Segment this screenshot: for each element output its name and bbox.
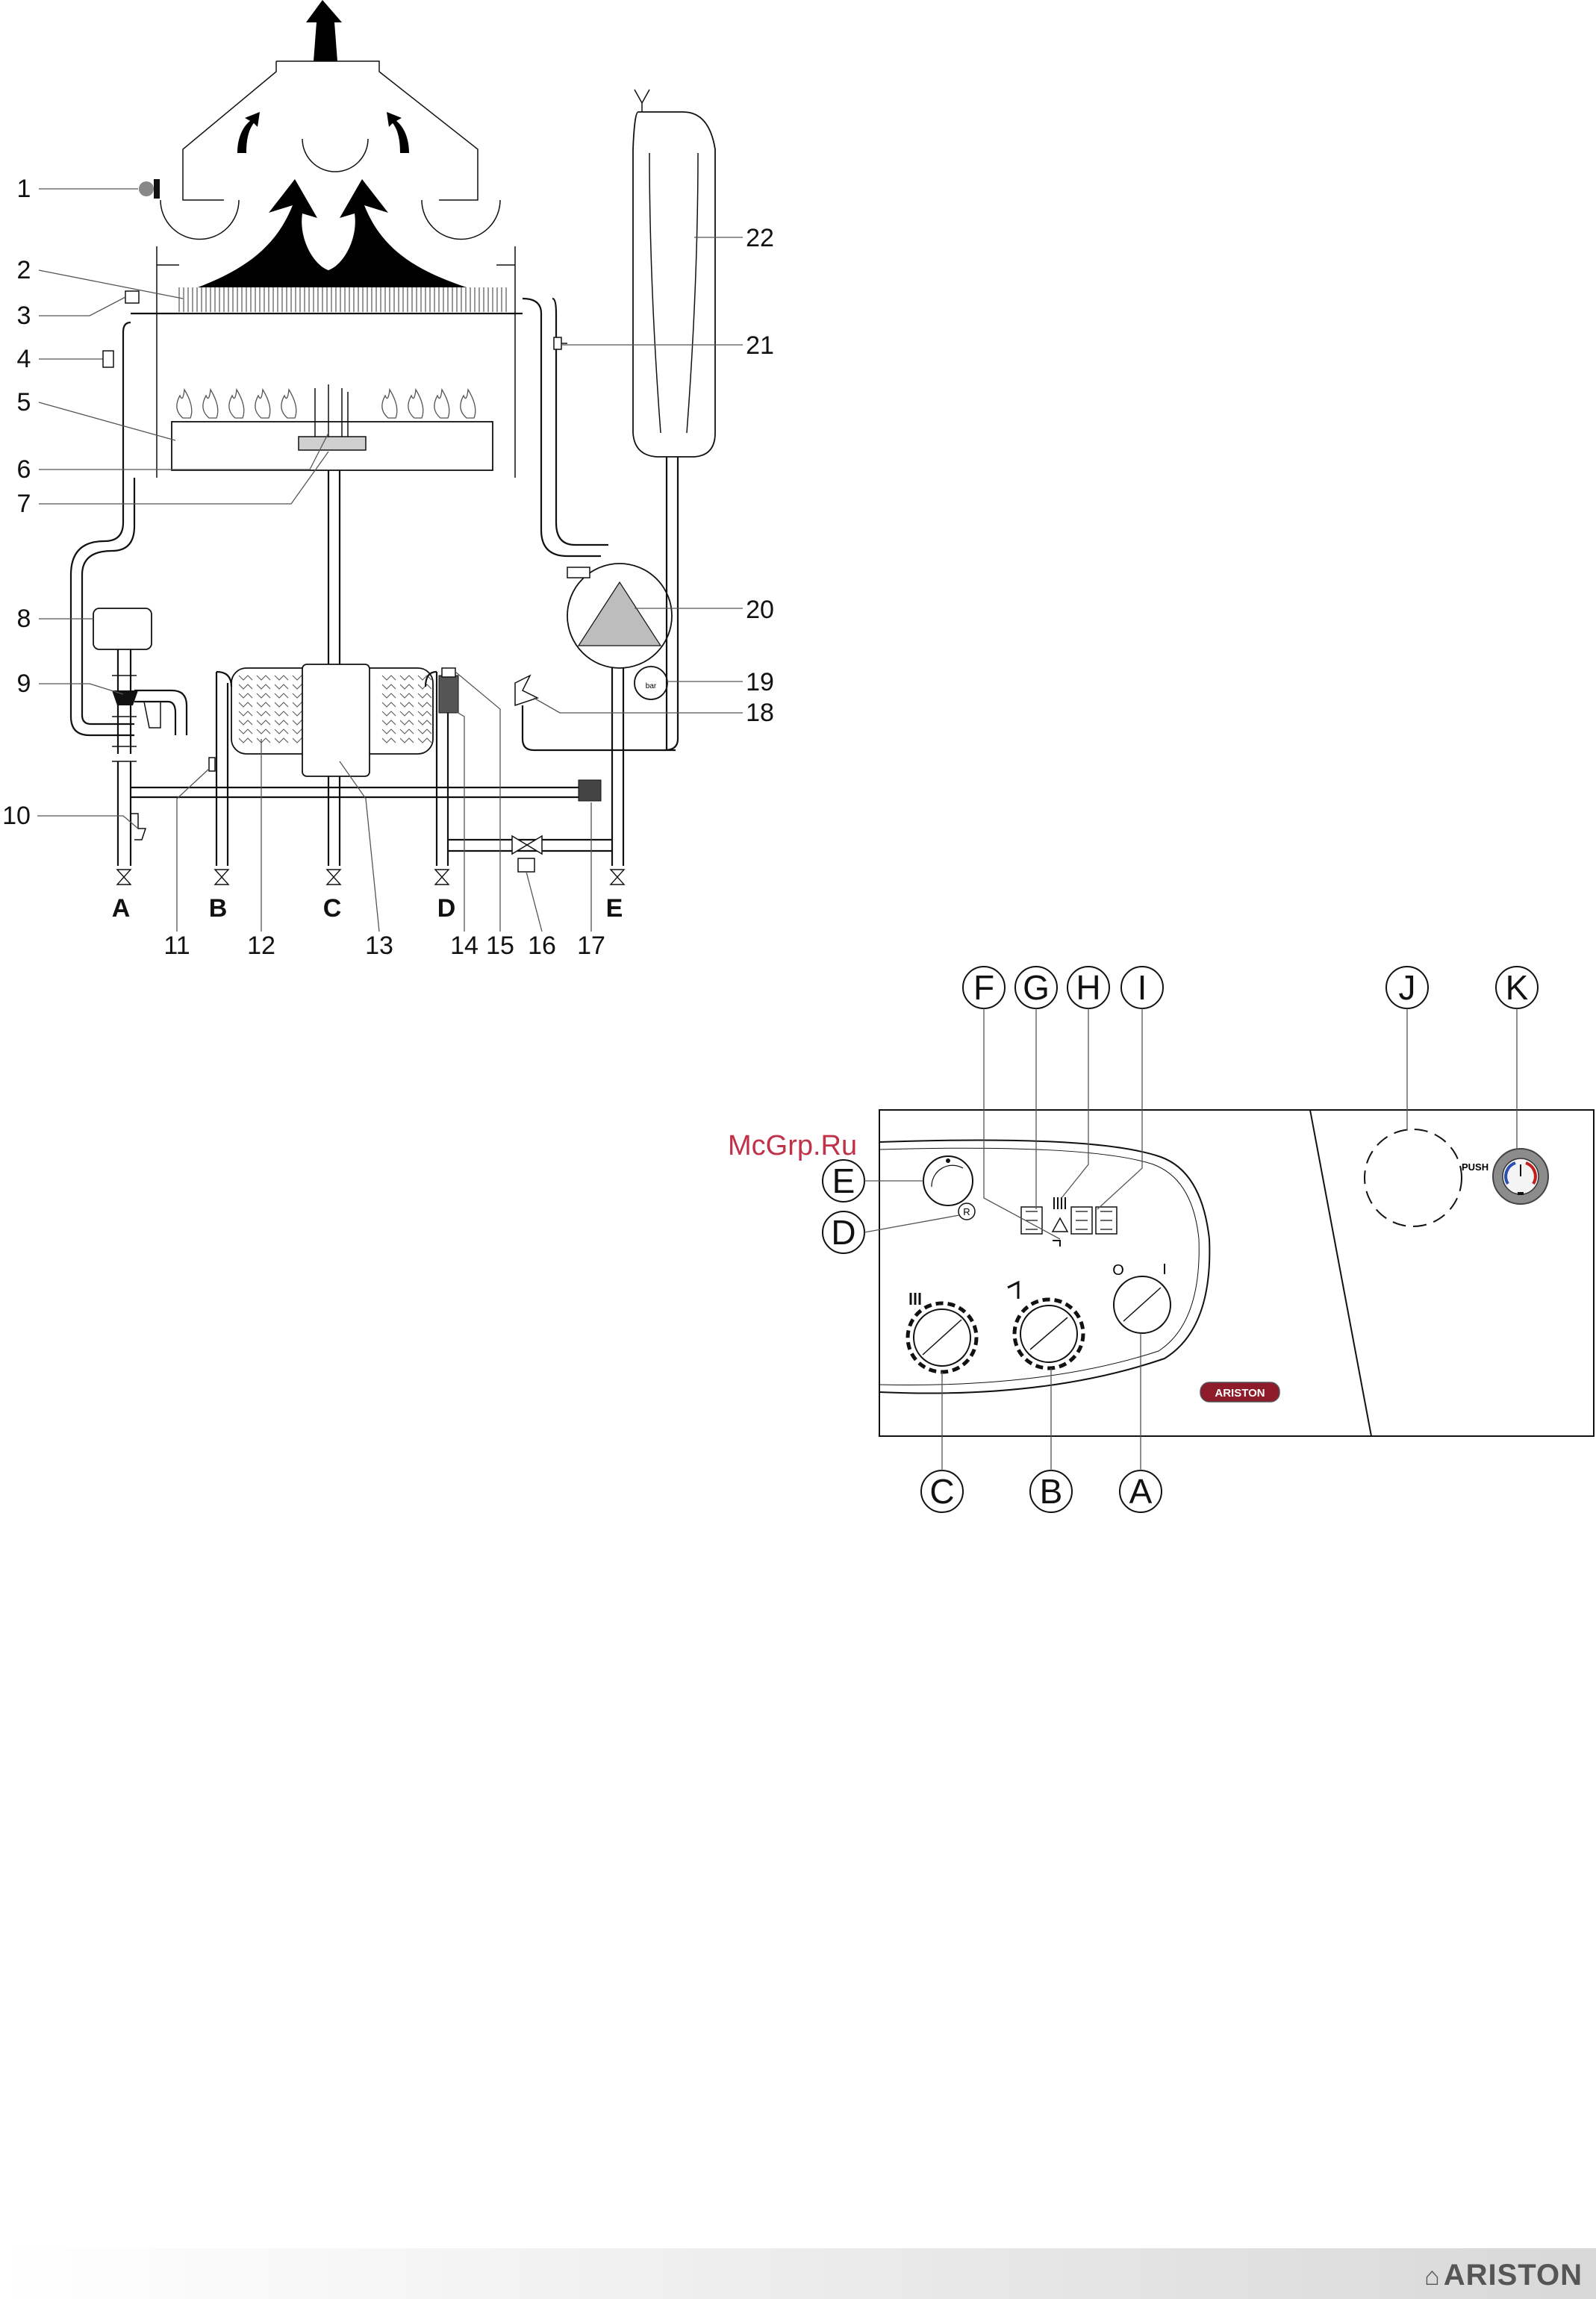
callout-f: F <box>973 968 994 1007</box>
callout-12: 12 <box>247 932 275 960</box>
callout-15: 15 <box>486 932 514 960</box>
summer-winter-button[interactable] <box>923 1156 973 1205</box>
watermark: McGrp.Ru <box>728 1130 857 1162</box>
callout-16: 16 <box>528 932 556 960</box>
pressure-switch <box>579 780 601 801</box>
flame-icon <box>408 390 423 418</box>
burner-flames <box>177 390 476 418</box>
connection-label-c: C <box>323 894 342 923</box>
footer-bar: ⌂ARISTON <box>0 2248 1596 2299</box>
callout-8: 8 <box>17 605 31 633</box>
callout-11: 11 <box>163 932 190 960</box>
callout-h: H <box>1076 968 1100 1007</box>
connection-label-a: A <box>112 894 131 923</box>
electrode-block <box>299 437 366 450</box>
callout-1: 1 <box>17 175 31 203</box>
callout-19: 19 <box>746 668 774 696</box>
callout-7: 7 <box>17 490 31 518</box>
callout-4: 4 <box>17 345 31 373</box>
air-separator <box>93 608 152 649</box>
small-arrow-left-icon <box>237 112 260 153</box>
callout-9: 9 <box>17 670 31 698</box>
flame-icon <box>177 390 192 418</box>
callout-5: 5 <box>17 388 31 417</box>
switch-off-mark: O <box>1112 1262 1124 1279</box>
shutoff-valve-icon <box>435 870 449 885</box>
connection-valves <box>117 870 624 885</box>
vessel-valve-icon <box>635 90 649 112</box>
callout-j: J <box>1399 968 1416 1007</box>
flame-icon <box>281 390 296 418</box>
connection-label-e: E <box>606 894 623 923</box>
callout-c: C <box>929 1472 954 1511</box>
footer-brand: ARISTON <box>1444 2259 1583 2292</box>
callout-10: 10 <box>2 802 31 830</box>
house-logo-icon: ⌂ <box>1424 2262 1441 2291</box>
shutoff-valve-icon <box>215 870 228 885</box>
callout-6: 6 <box>17 455 31 484</box>
callout-21: 21 <box>746 331 774 360</box>
callout-i: I <box>1138 968 1147 1007</box>
callout-b: B <box>1040 1472 1063 1511</box>
small-arrow-right-icon <box>387 112 409 153</box>
gauge-unit-label: bar <box>646 682 657 690</box>
shutoff-valve-icon <box>327 870 340 885</box>
shutoff-valve-icon <box>117 870 131 885</box>
exhaust-arrow-icon <box>306 0 342 61</box>
callout-k: K <box>1506 968 1529 1007</box>
callout-g: G <box>1023 968 1050 1007</box>
callout-d: D <box>831 1213 855 1252</box>
brand-badge-label: ARISTON <box>1215 1387 1265 1400</box>
flame-icon <box>203 390 218 418</box>
footer-logo: ⌂ARISTON <box>1424 2259 1583 2292</box>
flame-icon <box>382 390 397 418</box>
push-label: PUSH <box>1462 1161 1489 1173</box>
callout-22: 22 <box>746 224 774 252</box>
flame-icon <box>255 390 270 418</box>
flue-gas-arrow-icon <box>198 179 467 287</box>
connection-label-b: B <box>209 894 228 923</box>
callout-e: E <box>832 1161 855 1200</box>
callout-20: 20 <box>746 596 774 624</box>
flue-sensor <box>139 181 154 196</box>
callout-14: 14 <box>450 932 479 960</box>
switch-on-mark: I <box>1162 1261 1167 1278</box>
expansion-vessel <box>633 112 715 457</box>
callout-2: 2 <box>17 256 31 284</box>
connection-label-d: D <box>437 894 456 923</box>
shutoff-valve-icon <box>611 870 624 885</box>
control-panel: R O I ARISTON PUSH <box>879 1110 1594 1436</box>
reset-mark: R <box>963 1206 970 1217</box>
flame-icon <box>229 390 244 418</box>
safety-valve-icon <box>515 676 537 705</box>
heat-exchanger-fins <box>179 287 506 312</box>
callout-a: A <box>1129 1472 1153 1511</box>
flame-icon <box>461 390 476 418</box>
flame-icon <box>434 390 449 418</box>
flow-switch <box>439 676 458 713</box>
callout-13: 13 <box>365 932 393 960</box>
callout-18: 18 <box>746 699 774 727</box>
callout-17: 17 <box>577 932 605 960</box>
callout-3: 3 <box>17 302 31 330</box>
